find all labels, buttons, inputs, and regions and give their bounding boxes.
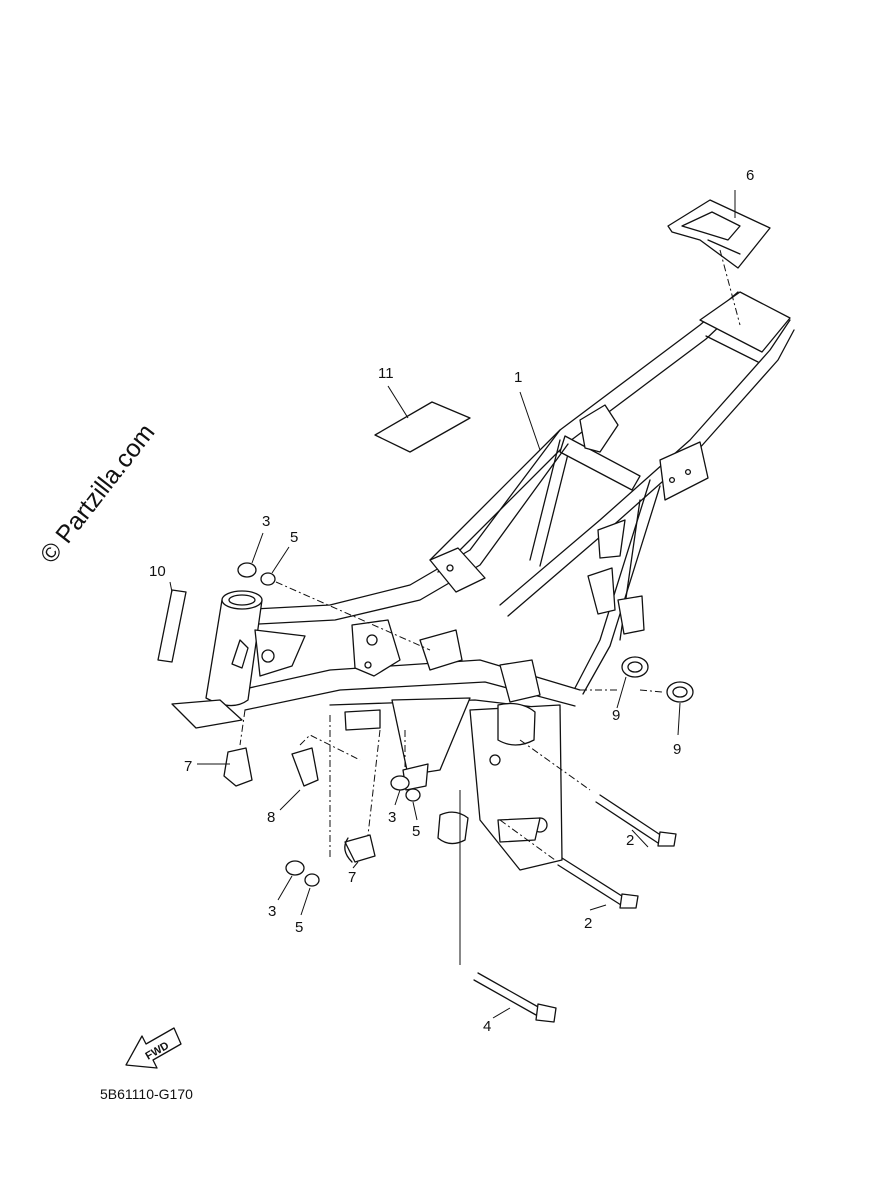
callout-5-lower: 5	[295, 919, 303, 936]
main-frame	[171, 291, 795, 871]
callout-7-mid: 7	[348, 869, 356, 886]
bushings	[621, 656, 694, 703]
callouts: 6 1 11 3 5 10 7 8 3 5 7 3 5 9 9 2 2 4	[149, 167, 754, 1035]
callout-5-mid: 5	[412, 823, 420, 840]
callout-5-upper: 5	[290, 529, 298, 546]
assembly-lines	[239, 249, 741, 861]
diagram-code: 5B61110-G170	[100, 1086, 193, 1102]
callout-9-left: 9	[612, 707, 620, 724]
rear-cover-plate	[667, 199, 771, 269]
callout-4: 4	[483, 1018, 491, 1035]
callout-8: 8	[267, 809, 275, 826]
callout-3-mid: 3	[388, 809, 396, 826]
callout-2-lower: 2	[584, 915, 592, 932]
callout-2-upper: 2	[626, 832, 634, 849]
callout-9-right: 9	[673, 741, 681, 758]
callout-3-upper: 3	[262, 513, 270, 530]
callout-7-left: 7	[184, 758, 192, 775]
leader-lines	[169, 190, 736, 1019]
fwd-arrow-icon: FWD	[125, 1027, 182, 1069]
clamps	[223, 747, 376, 863]
callout-10: 10	[149, 563, 166, 580]
bolts-2	[557, 794, 677, 909]
callout-6: 6	[746, 167, 754, 184]
label-card	[374, 401, 471, 453]
callout-11: 11	[378, 365, 394, 382]
watermark: © Partzilla.com	[35, 419, 161, 569]
decal-strip	[157, 589, 187, 663]
bolt-4	[473, 972, 557, 1023]
callout-1: 1	[514, 369, 522, 386]
callout-3-lower: 3	[268, 903, 276, 920]
nuts-washers	[237, 562, 421, 887]
